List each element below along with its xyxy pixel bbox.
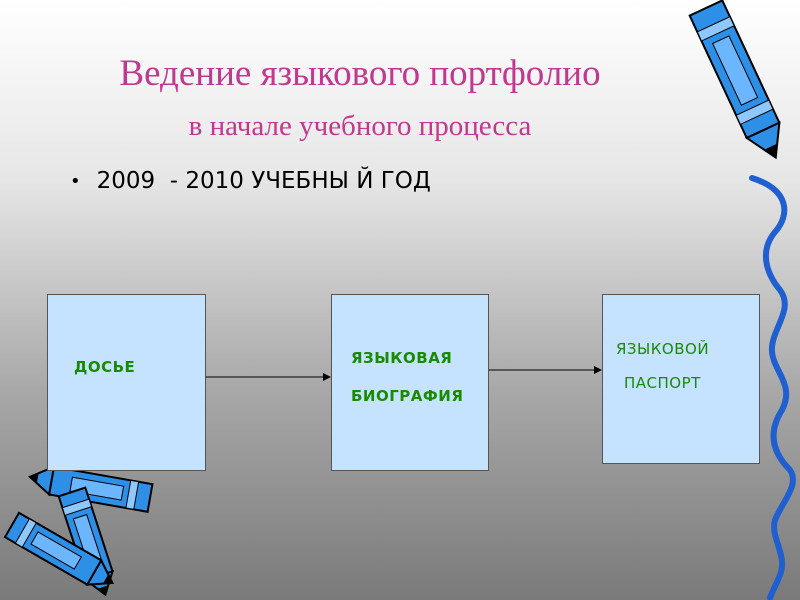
box-passport-label-line2: ПАСПОРТ: [624, 374, 701, 392]
crayon-icon: [28, 465, 154, 513]
box-dossier: [47, 294, 206, 471]
box-language-passport: [602, 294, 760, 464]
crayon-icon: [3, 511, 115, 586]
box-dossier-label: ДОСЬЕ: [74, 358, 136, 376]
slide-title: Ведение языкового портфолио: [119, 53, 601, 94]
bullet-text: 2009 - 2010 УЧЕБНЫ Й ГОД: [96, 168, 431, 194]
box-biography-label-line1: ЯЗЫКОВАЯ: [351, 349, 453, 367]
box-language-biography: [331, 294, 489, 471]
bullet-item: • 2009 - 2010 УЧЕБНЫ Й ГОД: [70, 168, 431, 194]
squiggle-decoration: [749, 175, 796, 600]
box-passport-label-line1: ЯЗЫКОВОЙ: [616, 340, 710, 358]
box-biography-label-line2: БИОГРАФИЯ: [351, 387, 464, 405]
bullet-icon: •: [70, 170, 81, 192]
slide-subtitle: в начале учебного процесса: [188, 110, 532, 142]
crayon-icon: [688, 0, 781, 160]
